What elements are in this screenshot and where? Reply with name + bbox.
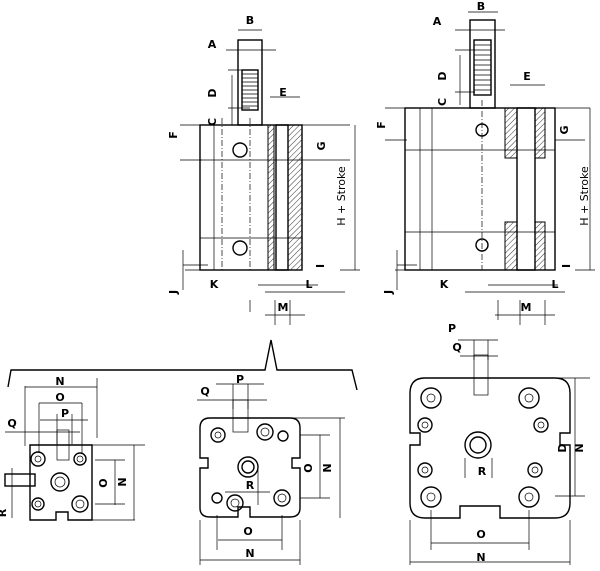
dim-label-r: R [0,508,9,517]
grouping-brace [7,339,358,391]
dim-label-a: A [433,15,442,28]
dim-label-c: C [436,98,449,106]
side-view-large: B A D C E F G H + Stroke I J K L M [375,0,595,325]
dim-label-q: Q [200,385,209,398]
dim-label-q: Q [7,417,16,430]
dim-label-p: P [236,373,244,386]
dim-label-k: K [210,278,219,291]
dim-label-j: J [167,290,180,295]
end-view-small: N O P Q O N R [0,375,145,521]
dim-label-n: N [245,547,254,560]
end-view-medium: Q P R O N O N [197,373,345,565]
dim-label-p: P [61,407,69,420]
dim-label-a: A [208,38,217,51]
dim-label-h-stroke: H + Stroke [578,166,591,226]
dim-label-o: O [476,528,485,541]
dim-label-n: N [476,551,485,564]
dim-label-i: I [560,264,573,268]
dim-label-b: B [477,0,485,13]
dim-label-p: P [448,322,456,335]
dim-label-d: D [436,71,449,80]
dim-label-d: D [206,88,219,97]
dim-label-m: M [278,301,289,314]
dim-label-g: G [315,141,328,150]
end-view-large: P Q D N R O N [409,322,590,565]
dim-label-e: E [279,86,287,99]
dim-label-l: L [305,278,312,291]
dim-label-n: N [55,375,64,388]
dim-label-f: F [167,131,180,139]
dim-label-b: B [246,14,254,27]
dim-label-k: K [440,278,449,291]
dim-label-m: M [521,301,532,314]
dim-label-h-stroke: H + Stroke [335,166,348,226]
dim-label-j: J [382,290,395,295]
side-view-small: B A D C E F G H + Stroke I J K L M [167,14,360,325]
dim-label-c: C [206,118,219,126]
dim-label-n-vertical: N [116,477,129,486]
dim-label-d-vertical: D [556,443,569,452]
dim-label-l: L [551,278,558,291]
dim-label-e: E [523,70,531,83]
dim-label-f: F [375,121,388,129]
piston-rod [469,19,496,109]
dim-label-r: R [478,465,487,478]
dim-label-g: G [558,125,571,134]
dim-label-o-vertical: O [97,478,110,487]
dim-label-r: R [246,479,255,492]
dim-label-n-vertical: N [321,463,334,472]
dim-label-i: I [314,264,327,268]
dim-label-o: O [243,525,252,538]
dim-label-o-vertical: O [302,463,315,472]
piston-rod [237,39,263,126]
dim-label-q: Q [452,341,461,354]
dim-label-n-vertical: N [573,443,586,452]
dim-label-o: O [55,391,64,404]
